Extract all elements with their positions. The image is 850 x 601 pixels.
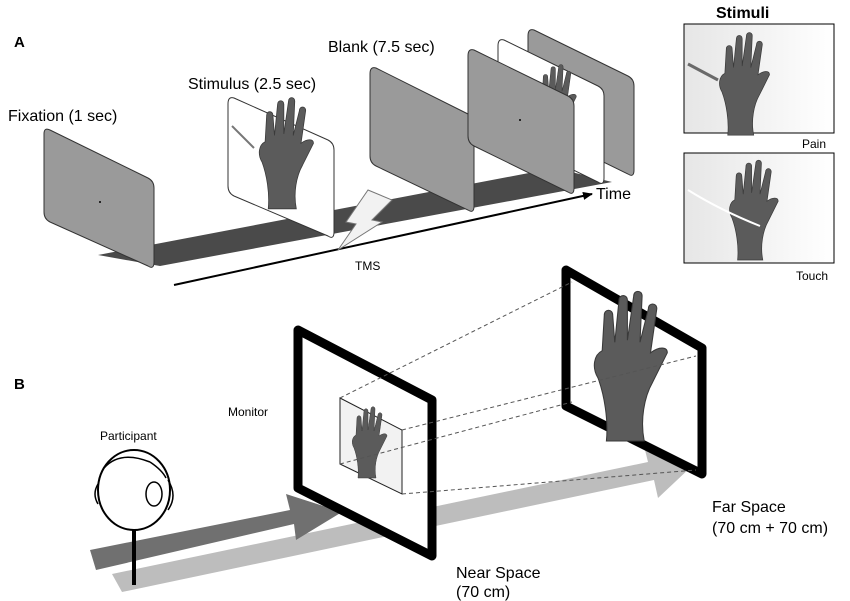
time-label: Time (596, 186, 631, 203)
stimuli-title: Stimuli (716, 5, 769, 22)
far-space-distance: (70 cm + 70 cm) (712, 520, 828, 537)
fixation-dot (99, 201, 101, 203)
far-space-label: Far Space (712, 499, 786, 516)
fixation-label: Fixation (1 sec) (8, 108, 117, 125)
tms-lightning-icon (337, 189, 393, 251)
blank-screen-1 (369, 67, 475, 212)
near-space-arrow (90, 494, 342, 570)
time-arrow (173, 192, 593, 286)
blank-label: Blank (7.5 sec) (328, 39, 435, 56)
participant-label: Participant (100, 429, 157, 443)
near-monitor (293, 325, 437, 561)
touch-stimulus-image (683, 152, 835, 264)
touch-label: Touch (796, 269, 828, 283)
near-space-distance: (70 cm) (456, 584, 510, 601)
panel-a-letter: A (14, 34, 25, 51)
pain-label: Pain (802, 137, 826, 151)
pain-stimulus-image (683, 23, 835, 136)
projection-lines (339, 281, 697, 495)
stimulus-screen (227, 97, 335, 238)
near-space-label: Near Space (456, 565, 541, 582)
participant-figure (94, 449, 174, 585)
panel-b-letter: B (14, 376, 25, 393)
monitor-label: Monitor (228, 405, 268, 419)
blank-dot (519, 119, 521, 121)
tms-label: TMS (355, 259, 380, 273)
stimulus-label: Stimulus (2.5 sec) (188, 76, 316, 93)
blank-screen-2 (467, 49, 575, 194)
fixation-screen (43, 128, 155, 268)
